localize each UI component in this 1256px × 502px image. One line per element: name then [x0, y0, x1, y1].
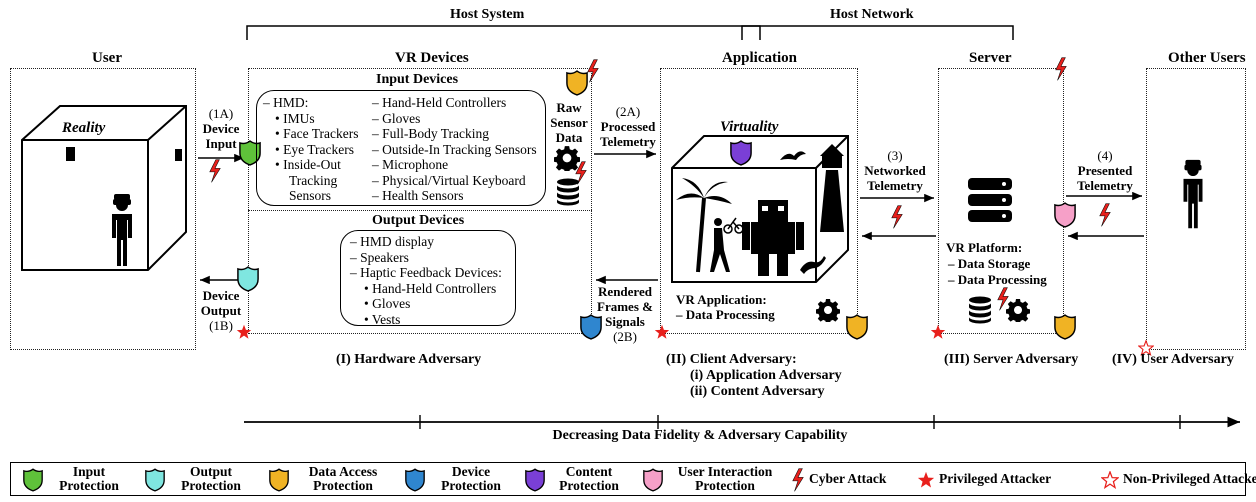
- hmd-item: • Inside-Out: [275, 157, 341, 172]
- column-other-users: Other Users: [1168, 50, 1246, 66]
- output-sub-item: • Vests: [364, 311, 401, 327]
- content-adversary-label: (ii) Content Adversary: [690, 384, 825, 399]
- output-item: – Speakers: [350, 249, 409, 265]
- host-system-label: Host System: [450, 7, 525, 22]
- input-item: – Microphone: [372, 157, 449, 172]
- output-item: – HMD display: [350, 234, 434, 249]
- flow-4-label: (4) Presented Telemetry: [1077, 148, 1133, 193]
- legend-privileged-attacker: Privileged Attacker: [939, 471, 1052, 486]
- hmd-item-cont: Tracking: [289, 172, 338, 188]
- hardware-adversary-label: (I) Hardware Adversary: [336, 352, 482, 367]
- column-server: Server: [969, 50, 1012, 66]
- vr-application-label: VR Application:: [676, 292, 767, 307]
- hmd-item: • Eye Trackers: [275, 141, 354, 157]
- output-sub-item: • Gloves: [364, 296, 411, 311]
- output-item: – Haptic Feedback Devices:: [350, 265, 502, 280]
- input-item: – Gloves: [372, 110, 421, 126]
- application-box: [660, 68, 858, 334]
- user-adversary-label: (IV) User Adversary: [1112, 352, 1234, 367]
- server-box: [938, 68, 1064, 334]
- column-application: Application: [722, 50, 798, 66]
- application-adversary-label: (i) Application Adversary: [690, 368, 842, 383]
- vr-platform-label: VR Platform:: [946, 240, 1023, 255]
- hmd-item: • IMUs: [275, 110, 315, 126]
- legend-non-privileged-attacker: Non-Privileged Attacker: [1123, 471, 1256, 486]
- reality-room-graphic: [21, 105, 187, 271]
- client-adversary-label: (II) Client Adversary:: [666, 352, 797, 367]
- virtuality-label: Virtuality: [720, 119, 779, 135]
- flow-3-label: (3) Networked Telemetry: [864, 148, 926, 193]
- vr-devices-box: [248, 68, 592, 334]
- host-network-label: Host Network: [830, 7, 914, 22]
- hmd-item: • Face Trackers: [275, 126, 359, 141]
- column-vr-devices: VR Devices: [395, 50, 469, 66]
- input-item: – Health Sensors: [372, 188, 464, 203]
- input-devices-title: Input Devices: [376, 72, 459, 87]
- output-sub-item: • Hand-Held Controllers: [364, 280, 497, 296]
- server-item: – Data Storage: [948, 256, 1031, 271]
- output-devices-title: Output Devices: [372, 213, 465, 228]
- host-brackets: [246, 25, 1014, 40]
- column-user: User: [92, 50, 122, 66]
- server-rack-icon: [968, 178, 1012, 222]
- hmd-heading: – HMD:: [263, 95, 309, 110]
- input-other-list: – Hand-Held Controllers – Gloves – Full-…: [372, 95, 537, 204]
- input-item: – Physical/Virtual Keyboard: [372, 172, 526, 188]
- vr-divider: [248, 210, 592, 211]
- vr-application-item: – Data Processing: [676, 307, 775, 322]
- input-item: – Outside-In Tracking Sensors: [372, 141, 537, 157]
- server-adversary-label: (III) Server Adversary: [944, 352, 1079, 367]
- other-users-box: [1146, 68, 1246, 350]
- output-list: – HMD display – Speakers – Haptic Feedba…: [350, 234, 502, 327]
- hmd-item-cont: Sensors: [289, 188, 332, 203]
- reality-label: Reality: [62, 120, 106, 136]
- input-item: – Full-Body Tracking: [372, 126, 490, 141]
- diagram-graphics: [21, 57, 1240, 429]
- user-box: [10, 68, 196, 350]
- hmd-list: – HMD: • IMUs • Face Trackers • Eye Trac…: [263, 95, 358, 204]
- legend-cyber-attack: Cyber Attack: [809, 471, 887, 486]
- axis-label: Decreasing Data Fidelity & Adversary Cap…: [552, 428, 848, 443]
- flow-1a-label: (1A) Device Input: [202, 106, 240, 151]
- flow-2b-label: Rendered Frames & Signals (2B): [597, 284, 653, 344]
- output-devices-list: [340, 230, 516, 326]
- input-devices-list: [256, 90, 546, 206]
- flow-2a-label: (2A) Processed Telemetry: [600, 104, 656, 149]
- server-item: – Data Processing: [948, 272, 1047, 287]
- input-item: – Hand-Held Controllers: [372, 95, 507, 110]
- flow-1b-label: Device Output (1B): [200, 288, 242, 333]
